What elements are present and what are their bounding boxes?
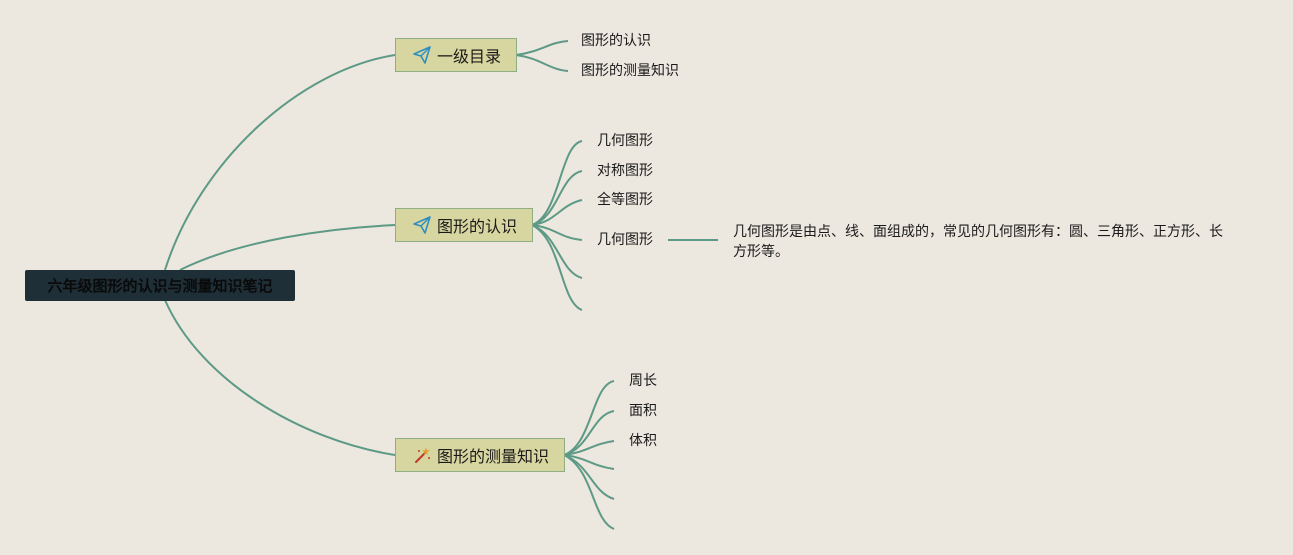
leaf-topic[interactable]: 几何图形 (597, 232, 653, 248)
branch-topic-3[interactable]: 图形的测量知识 (395, 438, 565, 472)
branch-topic-2-label: 图形的认识 (437, 217, 518, 236)
leaf-topic[interactable]: 图形的认识 (581, 33, 651, 49)
branch-topic-3-label: 图形的测量知识 (437, 447, 550, 466)
leaf-topic[interactable]: 几何图形 (597, 133, 653, 149)
magic-wand-icon (412, 445, 432, 465)
leaf-topic[interactable]: 对称图形 (597, 163, 653, 179)
branch-topic-1[interactable]: 一级目录 (395, 38, 517, 72)
branch-topic-1-label: 一级目录 (437, 47, 502, 66)
leaf-topic[interactable]: 面积 (629, 403, 657, 419)
leaf-topic[interactable]: 全等图形 (597, 192, 653, 208)
root-topic-label: 六年级图形的认识与测量知识笔记 (47, 277, 273, 295)
leaf-topic[interactable]: 周长 (629, 373, 657, 389)
paper-plane-icon (412, 45, 432, 65)
leaf-topic[interactable]: 体积 (629, 433, 657, 449)
leaf-topic[interactable]: 图形的测量知识 (581, 63, 679, 79)
note-text[interactable]: 几何图形是由点、线、面组成的，常见的几何图形有：圆、三角形、正方形、长方形等。 (733, 224, 1223, 260)
paper-plane-icon (412, 215, 432, 235)
branch-topic-2[interactable]: 图形的认识 (395, 208, 533, 242)
root-topic[interactable]: 六年级图形的认识与测量知识笔记 (25, 270, 295, 301)
